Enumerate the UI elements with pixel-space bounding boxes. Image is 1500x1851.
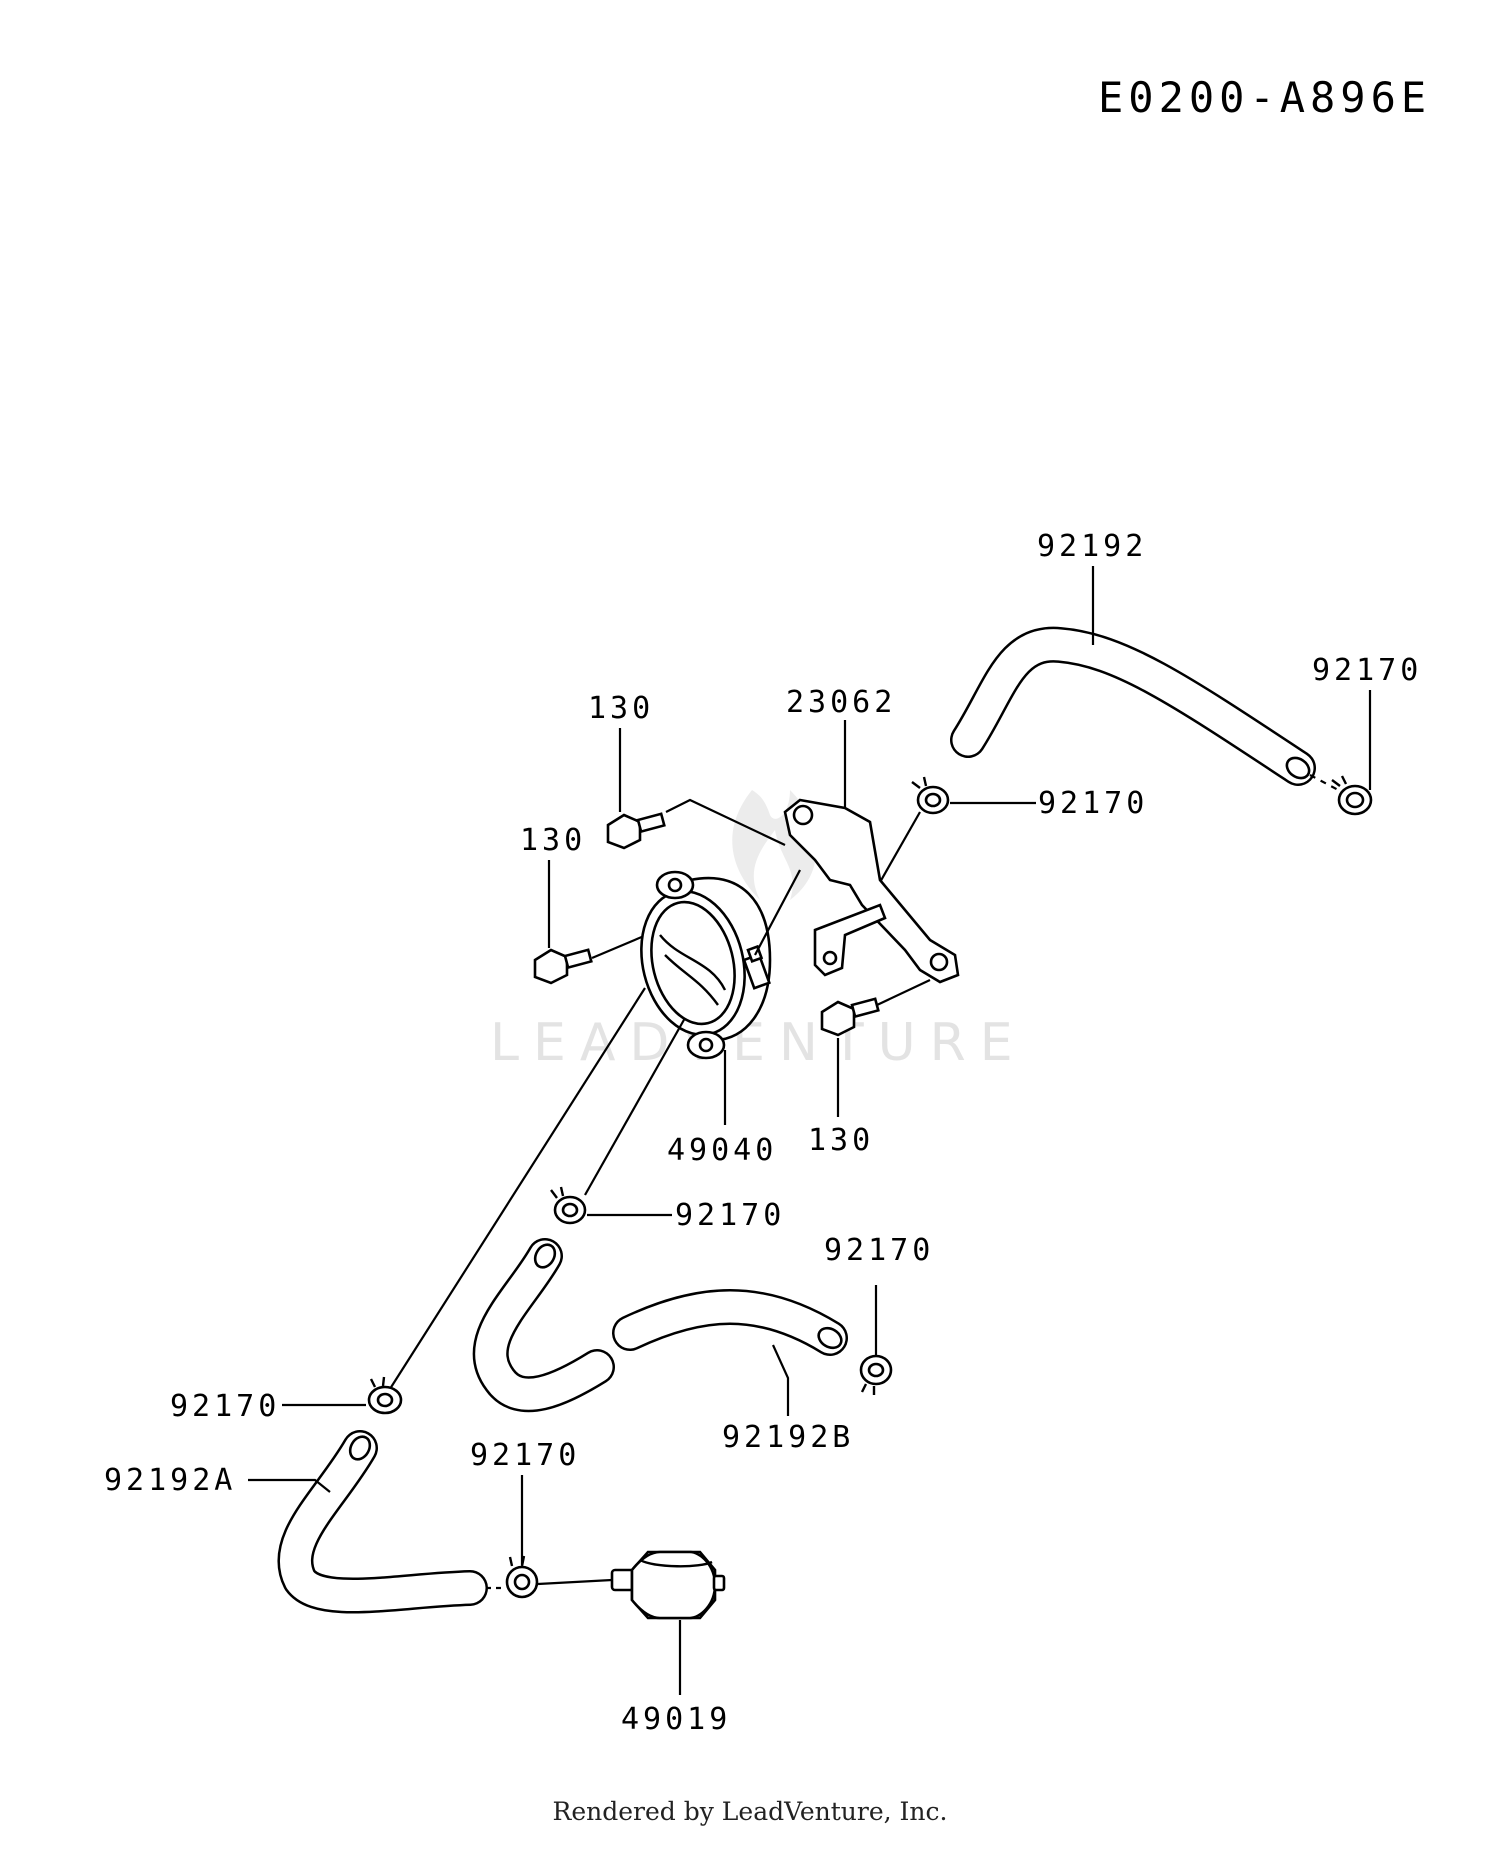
leader-92192A (248, 1478, 331, 1493)
leader-bolt-to-bracket (665, 798, 786, 846)
label-49040[interactable]: 49040 (667, 1133, 777, 1168)
label-92192A[interactable]: 92192A (104, 1463, 236, 1498)
watermark-text: LEADVENTURE (490, 1013, 1027, 1073)
leader-pump-to-clamp-left (387, 987, 646, 1393)
hose-92192B[interactable] (472, 1238, 848, 1413)
leader-bolt-bottom-to-bracket (876, 979, 931, 1006)
clamp-icon[interactable] (505, 1555, 539, 1599)
clamp-icon[interactable] (367, 1376, 403, 1415)
footer-credit: Rendered by LeadVenture, Inc. (552, 1797, 948, 1826)
label-92170-mid[interactable]: 92170 (675, 1198, 785, 1233)
label-49019[interactable]: 49019 (621, 1702, 731, 1737)
clamp-icon[interactable] (911, 776, 950, 815)
label-92192[interactable]: 92192 (1037, 529, 1147, 564)
leader-pump-to-clamp-mid (584, 1017, 686, 1196)
label-92170-top-right[interactable]: 92170 (1312, 653, 1422, 688)
label-130-left[interactable]: 130 (520, 823, 586, 858)
leader-pump-to-bracket (754, 869, 801, 956)
bracket-23062[interactable] (783, 798, 960, 984)
label-92170-left[interactable]: 92170 (170, 1389, 280, 1424)
clamp-icon[interactable] (859, 1354, 893, 1395)
label-130-bottom[interactable]: 130 (808, 1123, 874, 1158)
label-92170-upper-mid[interactable]: 92170 (1038, 786, 1148, 821)
bolt-icon[interactable] (606, 812, 666, 850)
leader-92192B (771, 1344, 790, 1416)
hose-92192A[interactable] (277, 1430, 488, 1614)
leader-clamp-to-filter (537, 1578, 613, 1586)
label-92192B[interactable]: 92192B (722, 1420, 854, 1455)
label-23062[interactable]: 23062 (786, 685, 896, 720)
fuel-filter-49019[interactable] (610, 1550, 726, 1620)
label-92170-right[interactable]: 92170 (824, 1233, 934, 1268)
fuel-pump-49040[interactable] (627, 870, 772, 1060)
diagram-code: E0200-A896E (1098, 73, 1431, 122)
hose-92192[interactable] (950, 626, 1316, 786)
label-130-top[interactable]: 130 (588, 691, 654, 726)
clamp-icon[interactable] (550, 1186, 587, 1225)
label-92170-filter[interactable]: 92170 (470, 1438, 580, 1473)
bolt-icon[interactable] (820, 997, 880, 1037)
clamp-icon[interactable] (1331, 775, 1373, 816)
bolt-icon[interactable] (533, 948, 593, 985)
